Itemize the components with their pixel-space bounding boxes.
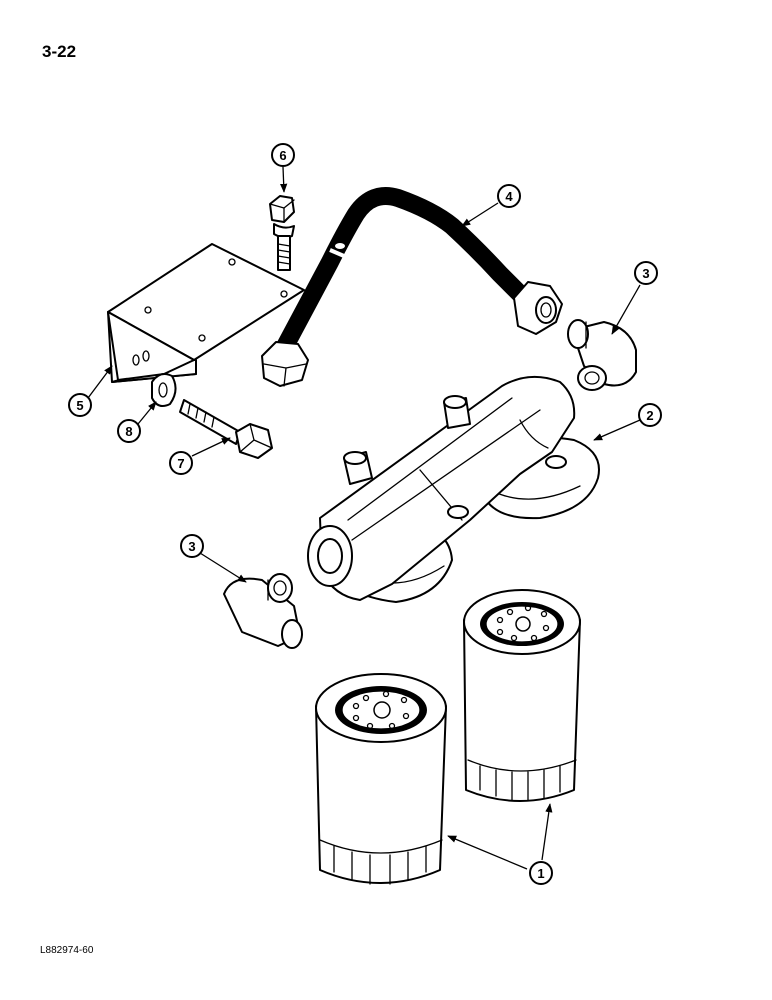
callout-2: 2 [638,403,662,427]
lock-washer [151,373,177,407]
svg-text:5: 5 [76,398,83,413]
hose-assembly [261,187,563,387]
svg-text:6: 6 [279,148,286,163]
callout-7: 7 [169,451,193,475]
callout-8: 8 [117,419,141,443]
svg-text:2: 2 [646,408,653,423]
filter-head [307,375,600,603]
svg-text:3: 3 [188,539,195,554]
hex-bolt-upper [269,195,295,271]
oil-filter-front [315,673,447,885]
callout-3-upper: 3 [634,261,658,285]
mounting-bracket [107,243,305,383]
svg-text:7: 7 [177,456,184,471]
callout-6: 6 [271,143,295,167]
callout-1: 1 [529,861,553,885]
callout-4: 4 [497,184,521,208]
svg-text:4: 4 [505,189,513,204]
elbow-fitting-lower [223,573,303,649]
callout-5: 5 [68,393,92,417]
svg-text:8: 8 [125,424,132,439]
hex-bolt-lower [179,399,273,459]
svg-text:1: 1 [537,866,544,881]
elbow-fitting-upper [567,319,637,391]
leader-lines [87,166,641,870]
figure-reference-code: L882974-60 [40,945,94,956]
svg-text:3: 3 [642,266,649,281]
page-number: 3-22 [42,42,77,61]
oil-filter-rear [463,589,581,802]
callout-3-lower: 3 [180,534,204,558]
